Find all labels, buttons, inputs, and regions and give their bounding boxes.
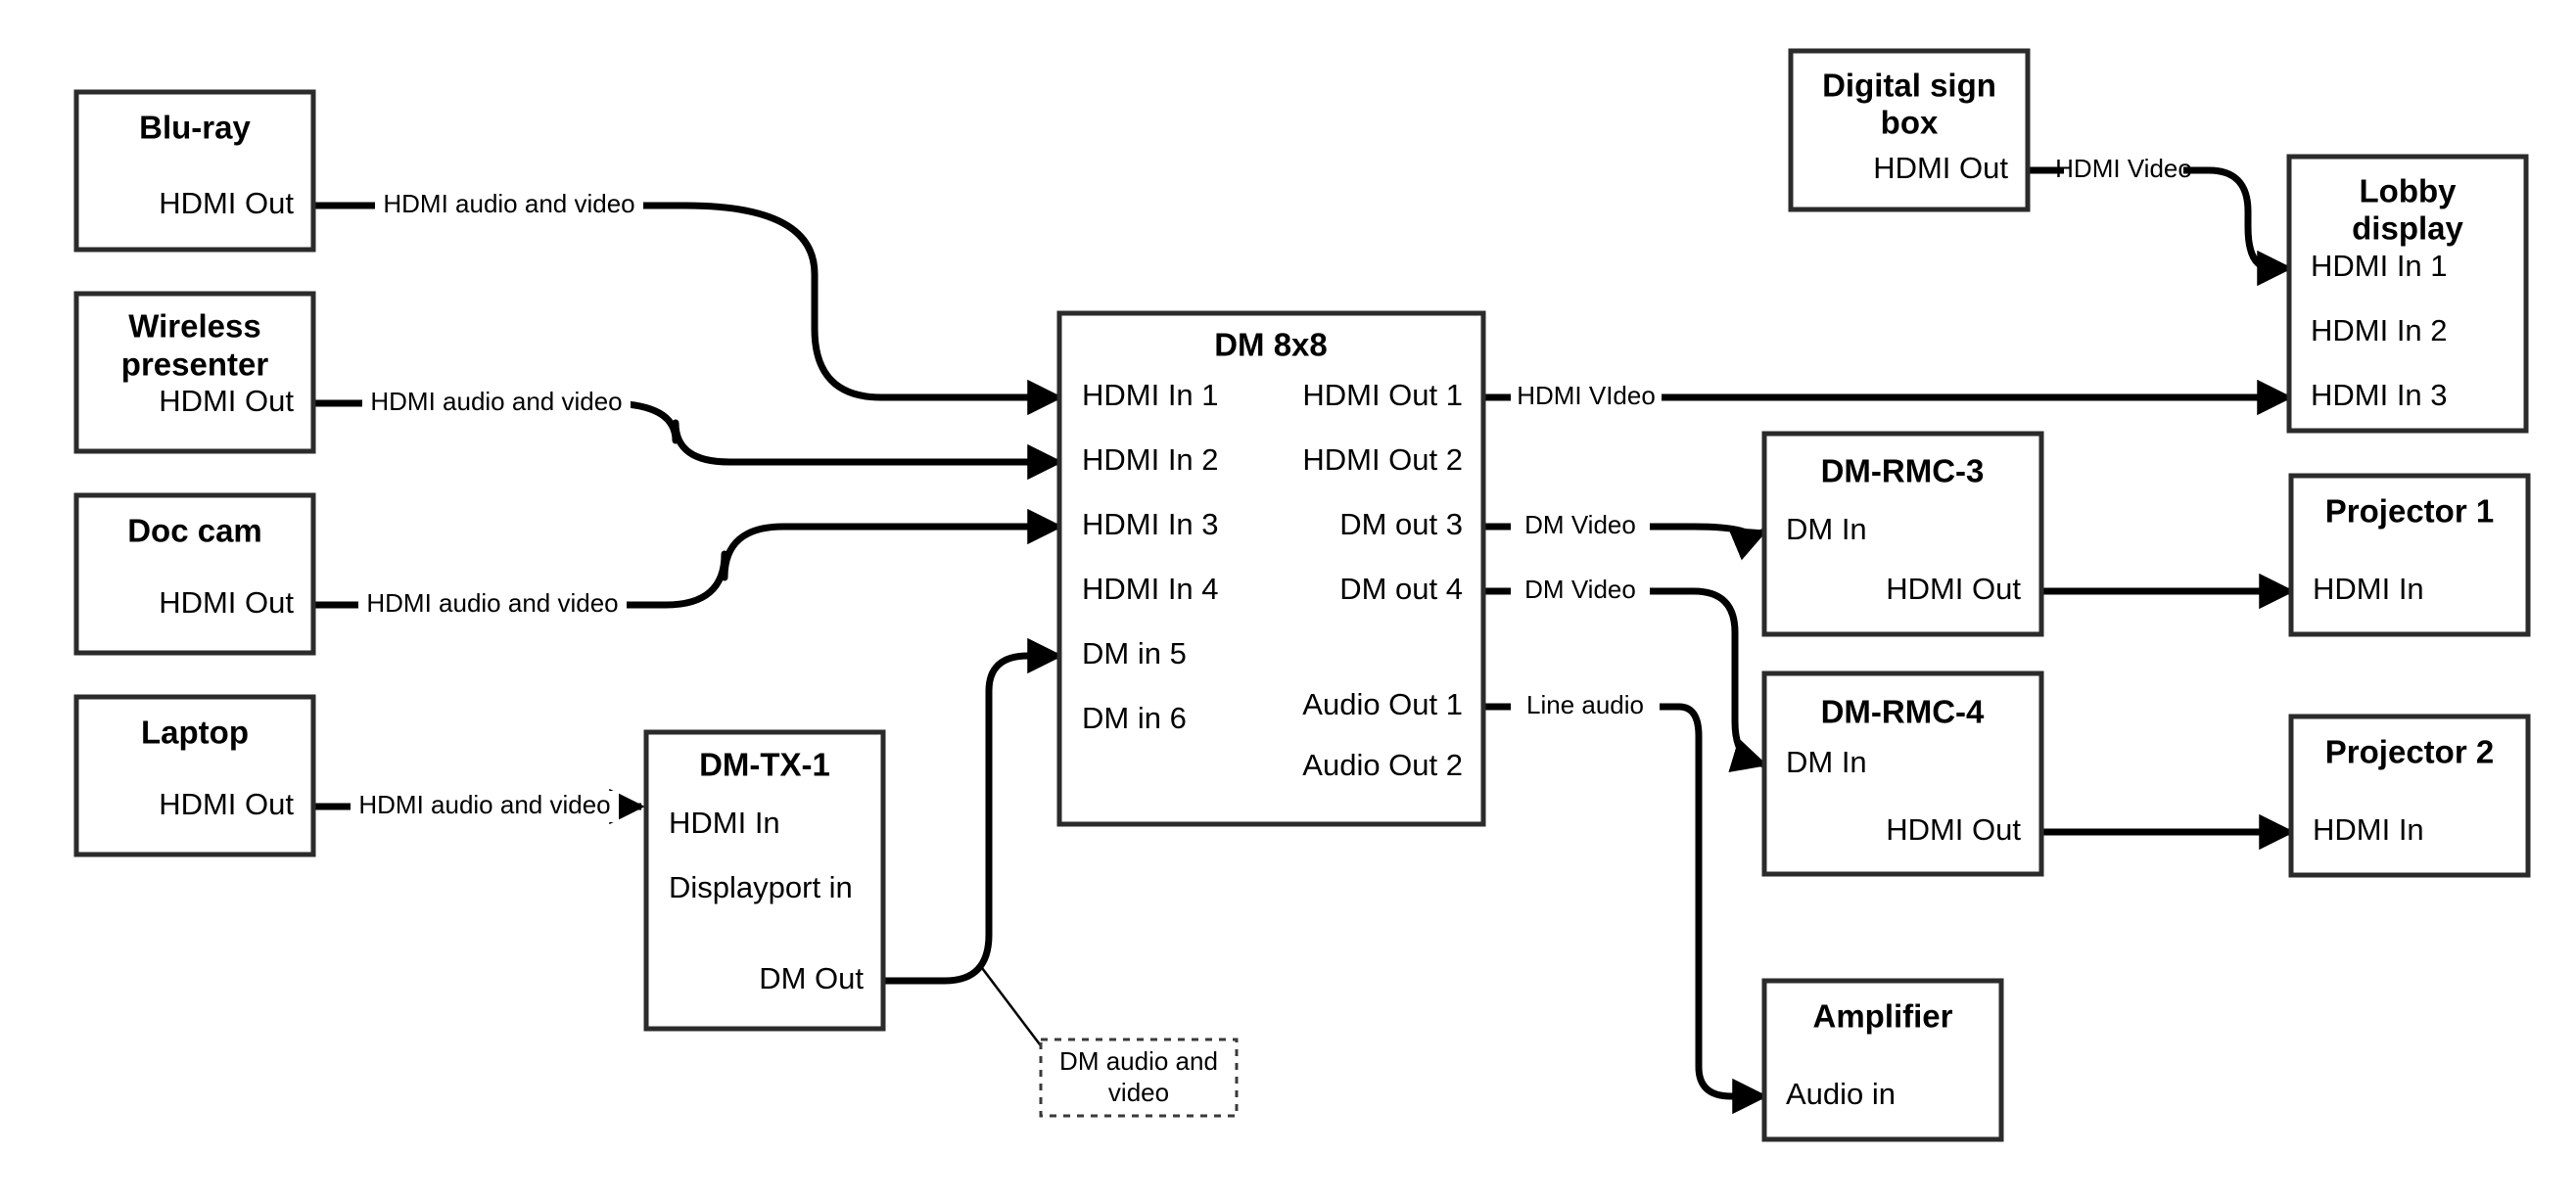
wire-bluray-to-dm-in1	[313, 202, 1063, 416]
callout-dm-audio-and-video: DM audio and video	[1039, 1038, 1239, 1118]
digital-sign-box-port-hdmi-out: HDMI Out	[1873, 151, 2008, 185]
wire-tx-dmout-to-dm-in5	[883, 637, 1063, 985]
callout-dm-audio-video-line1: DM audio and	[1059, 1046, 1218, 1076]
device-dm-rmc-3[interactable]: DM-RMC-3 DM In HDMI Out	[1761, 431, 2044, 637]
projector-2-port-hdmi-in: HDMI In	[2313, 812, 2424, 847]
wire-label-laptop: HDMI audio and video	[351, 790, 619, 822]
wire-label-doccam-text: HDMI audio and video	[366, 588, 618, 618]
wire-signbox-to-lobby-in1	[2028, 166, 2289, 268]
wire-label-dm-out4: DM Video	[1511, 575, 1650, 607]
dm-8x8-output-hdmi-out-2: HDMI Out 2	[1302, 442, 1463, 477]
device-dm-8x8[interactable]: DM 8x8 HDMI In 1 HDMI In 2 HDMI In 3 HDM…	[1056, 310, 1486, 827]
wire-dm-audioout1-to-amplifier	[1483, 703, 1764, 1096]
wire-label-wireless-text: HDMI audio and video	[370, 387, 622, 416]
dm-8x8-input-hdmi-in-3: HDMI In 3	[1082, 507, 1219, 541]
wire-label-dm-out4-text: DM Video	[1524, 575, 1636, 604]
projector-2-title: Projector 2	[2325, 734, 2494, 770]
dm-8x8-output-dm-out-4: DM out 4	[1339, 572, 1463, 606]
callout-dm-audio-video-line2: video	[1108, 1078, 1169, 1107]
device-dm-tx-1[interactable]: DM-TX-1 HDMI In Displayport in DM Out	[643, 729, 886, 1032]
wire-label-line-audio-text: Line audio	[1526, 690, 1644, 719]
dm-rmc-3-title: DM-RMC-3	[1821, 453, 1985, 489]
device-lobby-display[interactable]: Lobby display HDMI In 1 HDMI In 2 HDMI I…	[2286, 154, 2529, 434]
digital-sign-box-title-line1: Digital sign	[1822, 68, 1996, 104]
wire-label-signbox: HDMI Video	[2055, 154, 2192, 186]
dm-tx-1-title: DM-TX-1	[699, 747, 830, 783]
lobby-display-input-hdmi-in-2: HDMI In 2	[2311, 313, 2448, 347]
blu-ray-title: Blu-ray	[139, 110, 251, 146]
dm-8x8-output-audio-out-1: Audio Out 1	[1302, 687, 1463, 721]
dm-rmc-3-port-dm-in: DM In	[1786, 512, 1867, 546]
dm-8x8-input-hdmi-in-1: HDMI In 1	[1082, 378, 1219, 412]
dm-tx-1-port-dm-out: DM Out	[759, 961, 864, 995]
dm-tx-1-port-hdmi-in: HDMI In	[669, 806, 780, 840]
wire-label-dm-out3-text: DM Video	[1524, 510, 1636, 539]
lobby-display-input-hdmi-in-3: HDMI In 3	[2311, 378, 2448, 412]
wire-label-line-audio: Line audio	[1511, 690, 1660, 722]
laptop-title: Laptop	[141, 715, 249, 751]
wire-label-dm-out1-text: HDMI VIdeo	[1517, 381, 1656, 410]
device-blu-ray[interactable]: Blu-ray HDMI Out	[73, 89, 316, 253]
dm-rmc-3-port-hdmi-out: HDMI Out	[1886, 572, 2021, 606]
wire-label-bluray-text: HDMI audio and video	[383, 189, 634, 218]
wire-label-laptop-text: HDMI audio and video	[358, 790, 610, 819]
amplifier-port-audio-in: Audio in	[1786, 1077, 1896, 1111]
wireless-presenter-title-line2: presenter	[121, 346, 269, 383]
device-projector-2[interactable]: Projector 2 HDMI In	[2288, 714, 2531, 878]
dm-8x8-input-hdmi-in-2: HDMI In 2	[1082, 442, 1219, 477]
device-wireless-presenter[interactable]: Wireless presenter HDMI Out	[73, 291, 316, 454]
wireless-presenter-port-hdmi-out: HDMI Out	[159, 384, 294, 418]
dm-rmc-4-port-dm-in: DM In	[1786, 745, 1867, 779]
dm-rmc-4-title: DM-RMC-4	[1821, 694, 1985, 730]
wire-dm-out4-to-rmc4	[1483, 587, 1764, 764]
projector-1-port-hdmi-in: HDMI In	[2313, 572, 2424, 606]
lobby-display-input-hdmi-in-1: HDMI In 1	[2311, 249, 2448, 283]
laptop-port-hdmi-out: HDMI Out	[159, 787, 294, 821]
device-projector-1[interactable]: Projector 1 HDMI In	[2288, 473, 2531, 637]
wire-doccam-to-dm-in3	[313, 508, 1063, 609]
device-dm-rmc-4[interactable]: DM-RMC-4 DM In HDMI Out	[1761, 670, 2044, 877]
dm-8x8-input-dm-in-5: DM in 5	[1082, 636, 1187, 670]
wire-label-signbox-text: HDMI Video	[2055, 154, 2192, 183]
dm-8x8-output-dm-out-3: DM out 3	[1339, 507, 1463, 541]
doc-cam-port-hdmi-out: HDMI Out	[159, 585, 294, 620]
dm-8x8-output-audio-out-2: Audio Out 2	[1302, 748, 1463, 782]
wire-label-bluray: HDMI audio and video	[375, 189, 643, 221]
dm-rmc-4-port-hdmi-out: HDMI Out	[1886, 812, 2021, 847]
wire-label-dm-out3: DM Video	[1511, 510, 1650, 542]
dm-tx-1-port-displayport-in: Displayport in	[669, 870, 853, 904]
device-digital-sign-box[interactable]: Digital sign box HDMI Out	[1788, 48, 2031, 212]
device-amplifier[interactable]: Amplifier Audio in	[1761, 978, 2004, 1142]
lobby-display-title-line2: display	[2352, 210, 2463, 247]
wire-label-doccam: HDMI audio and video	[358, 588, 627, 621]
device-laptop[interactable]: Laptop HDMI Out	[73, 694, 316, 857]
wire-dm-out3-to-rmc3	[1483, 527, 1764, 536]
dm-8x8-input-hdmi-in-4: HDMI In 4	[1082, 572, 1219, 606]
dm-8x8-title: DM 8x8	[1214, 327, 1328, 363]
blu-ray-port-hdmi-out: HDMI Out	[159, 186, 294, 220]
wireless-presenter-title-line1: Wireless	[128, 308, 260, 345]
wire-wireless-to-dm-in2	[313, 399, 1063, 481]
digital-sign-box-title-line2: box	[1881, 105, 1939, 141]
dm-8x8-output-hdmi-out-1: HDMI Out 1	[1302, 378, 1463, 412]
doc-cam-title: Doc cam	[127, 513, 262, 549]
wire-label-wireless: HDMI audio and video	[362, 387, 631, 419]
lobby-display-title-line1: Lobby	[2360, 173, 2458, 209]
projector-1-title: Projector 1	[2325, 493, 2494, 530]
wire-label-dm-out1: HDMI VIdeo	[1511, 381, 1662, 413]
device-doc-cam[interactable]: Doc cam HDMI Out	[73, 492, 316, 656]
callout-leader-line	[978, 963, 1047, 1053]
dm-8x8-input-dm-in-6: DM in 6	[1082, 701, 1187, 735]
amplifier-title: Amplifier	[1812, 998, 1952, 1035]
